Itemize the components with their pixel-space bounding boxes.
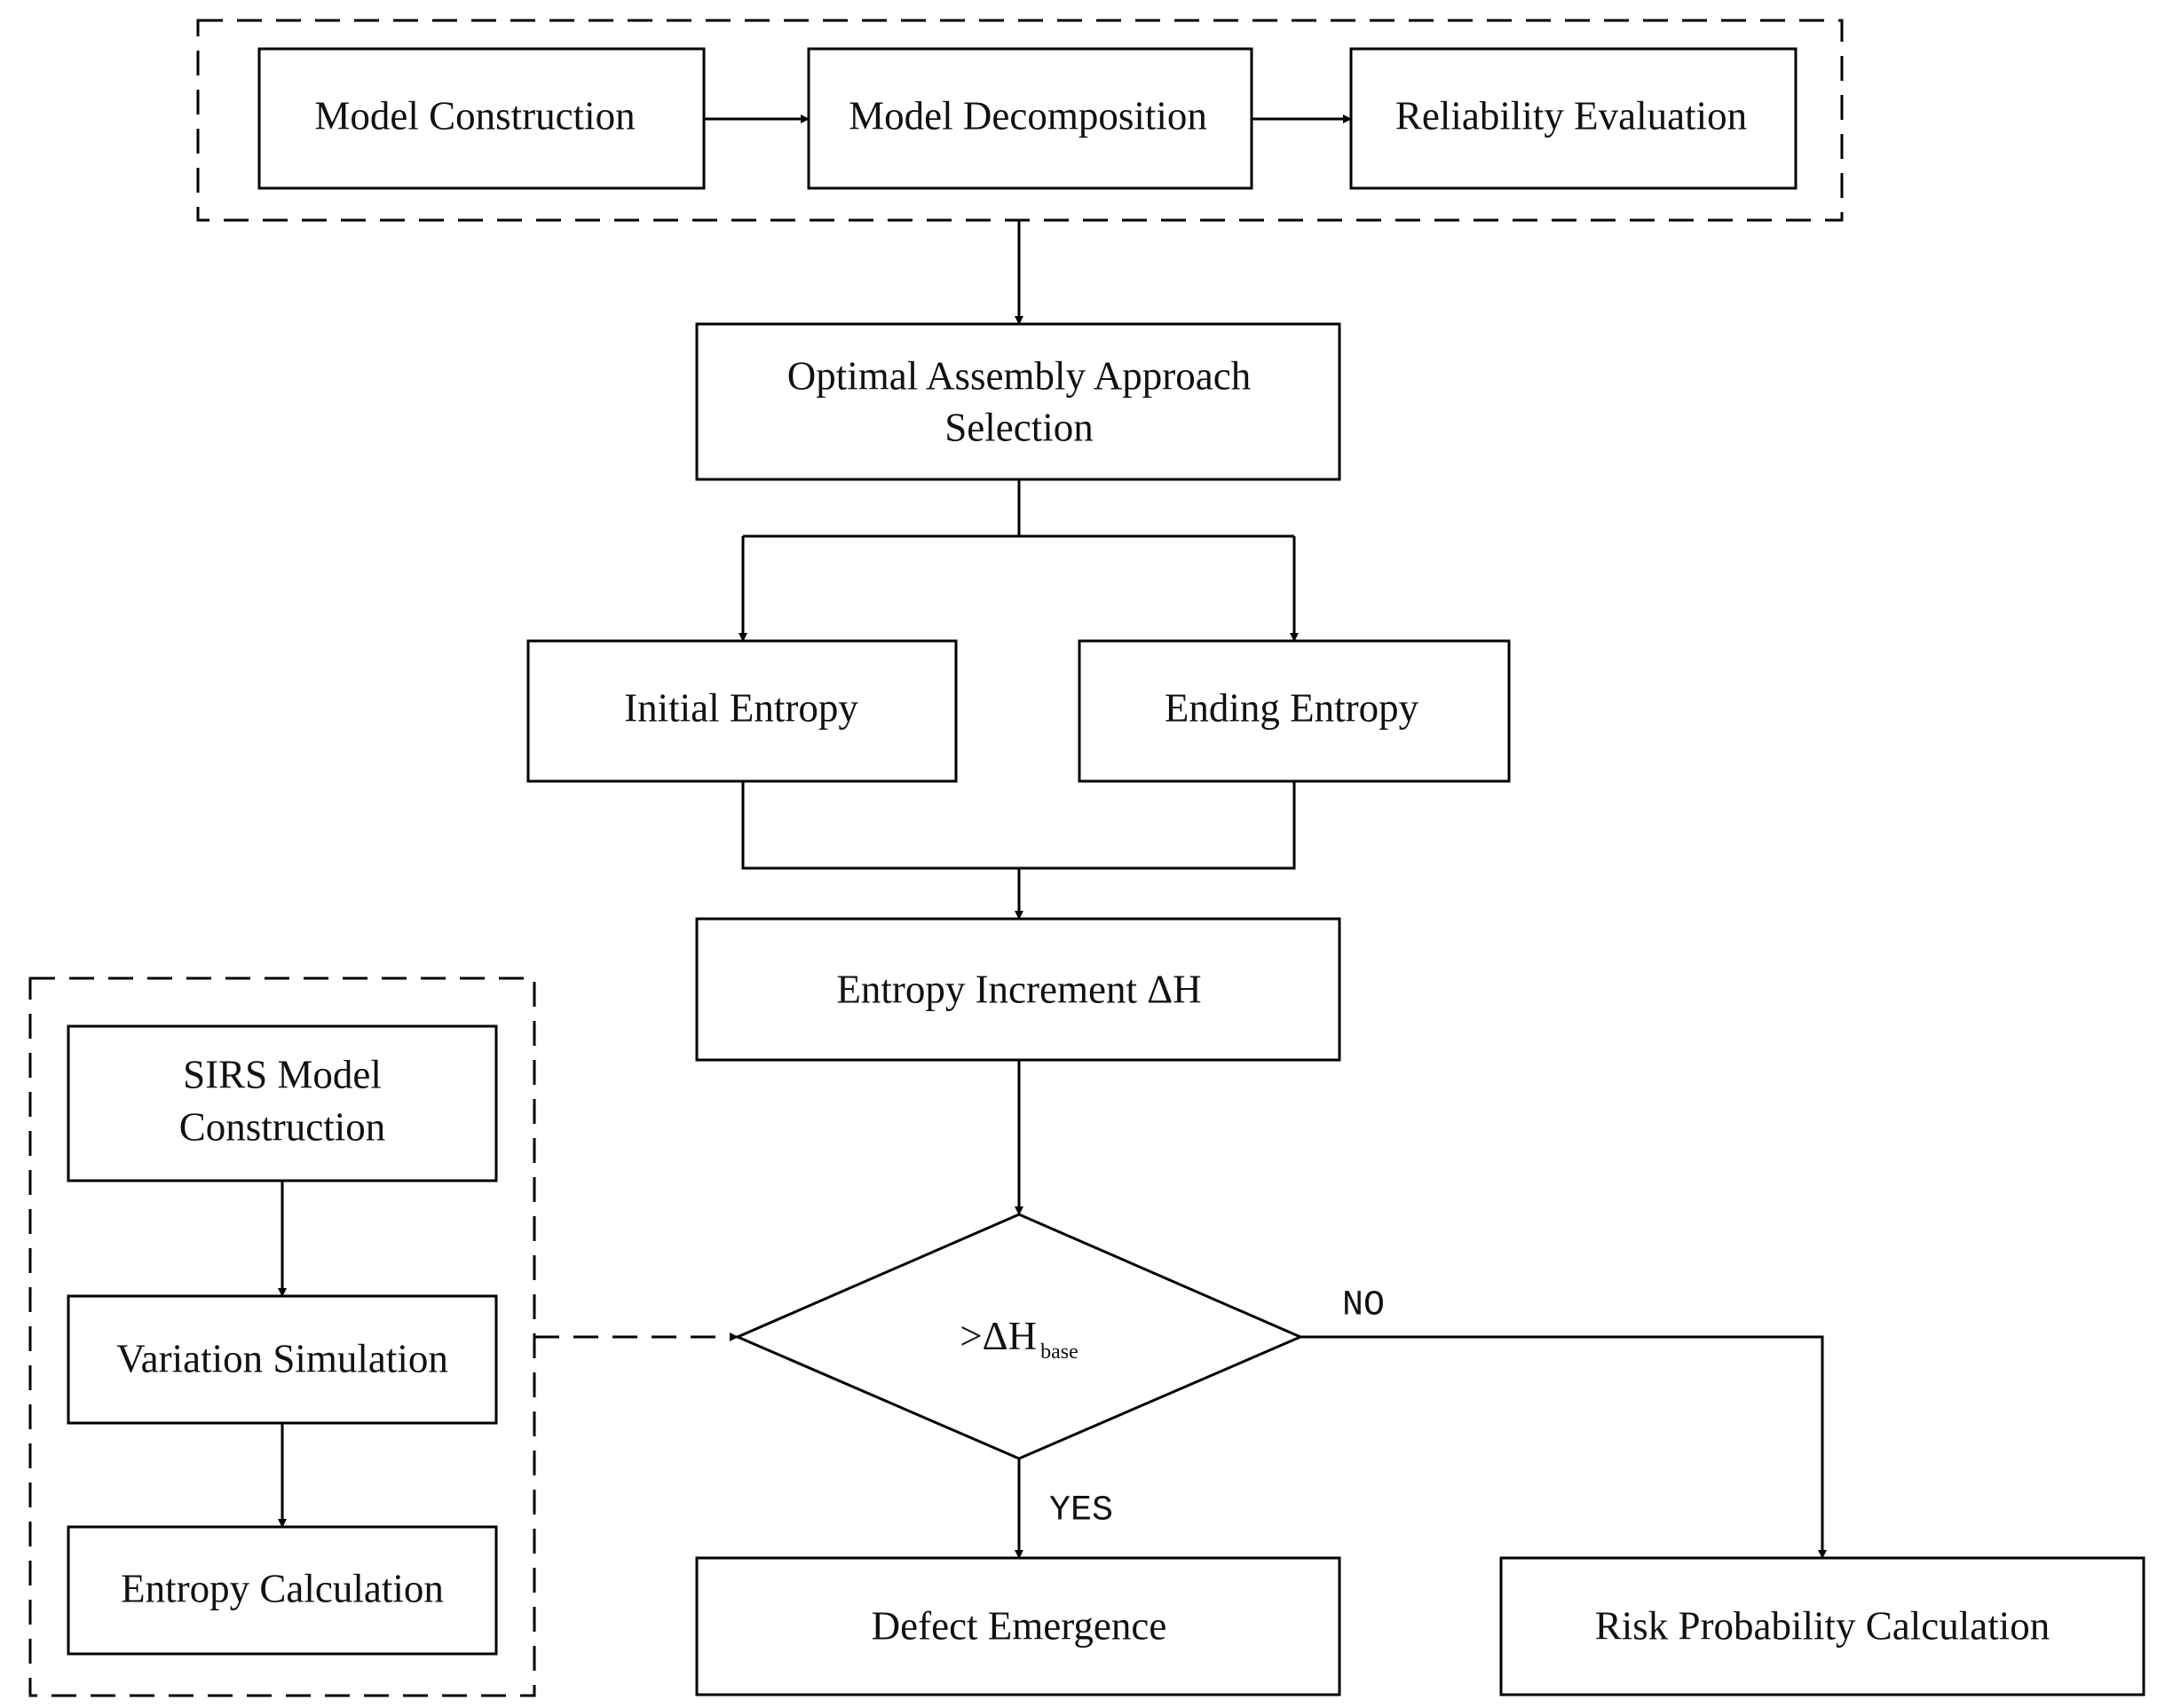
optimal-assembly-title-line1: Optimal Assembly Approach: [787, 353, 1251, 398]
entropy-increment-box: Entropy Increment ΔH: [695, 917, 1341, 1062]
entropy-calculation-box: Entropy Calculation: [67, 1525, 498, 1656]
reliability-evaluation-label: Reliability Evaluation: [1395, 93, 1747, 138]
defect-emergence-box: Defect Emergence: [695, 1556, 1341, 1696]
optimal-assembly-title-line2: Selection: [944, 405, 1093, 449]
reliability-evaluation-box: Reliability Evaluation: [1349, 47, 1798, 190]
risk-probability-calculation-label: Risk Probability Calculation: [1595, 1603, 2050, 1648]
risk-probability-calculation-box: Risk Probability Calculation: [1499, 1556, 2145, 1696]
yes-branch-label: YES: [1049, 1491, 1113, 1531]
sirs-model-construction-box: SIRS Model Construction: [67, 1024, 498, 1182]
model-decomposition-box: Model Decomposition: [807, 47, 1253, 190]
entropy-merge-line: [741, 781, 1296, 870]
ending-entropy-box: Ending Entropy: [1078, 639, 1511, 783]
entropy-threshold-decision-diamond: [734, 1213, 1304, 1460]
decision-condition-label: >ΔH base: [960, 1314, 1078, 1364]
entropy-calculation-label: Entropy Calculation: [121, 1566, 444, 1610]
sirs-model-title-line1: SIRS Model: [183, 1052, 382, 1096]
model-construction-label: Model Construction: [314, 93, 635, 138]
defect-emergence-label: Defect Emergence: [872, 1603, 1167, 1648]
decision-condition-subscript: base: [1040, 1340, 1078, 1364]
arrow-decision-no-to-risk-probability: [1300, 1335, 1827, 1559]
initial-entropy-box: Initial Entropy: [526, 639, 958, 783]
optimal-assembly-approach-selection-box: Optimal Assembly Approach Selection: [695, 322, 1341, 481]
initial-entropy-label: Initial Entropy: [624, 685, 858, 730]
entropy-increment-label: Entropy Increment ΔH: [836, 967, 1201, 1011]
top-process-group-border: [196, 19, 1844, 222]
sirs-model-title-line2: Construction: [179, 1104, 386, 1149]
optimal-assembly-split-line: [743, 479, 1294, 538]
variation-simulation-label: Variation Simulation: [116, 1336, 448, 1380]
variation-simulation-box: Variation Simulation: [67, 1294, 498, 1425]
model-construction-box: Model Construction: [257, 47, 706, 190]
ending-entropy-label: Ending Entropy: [1165, 685, 1419, 730]
model-decomposition-label: Model Decomposition: [849, 93, 1207, 138]
no-branch-label: NO: [1342, 1286, 1385, 1326]
decision-condition-prefix: >ΔH: [960, 1314, 1037, 1358]
